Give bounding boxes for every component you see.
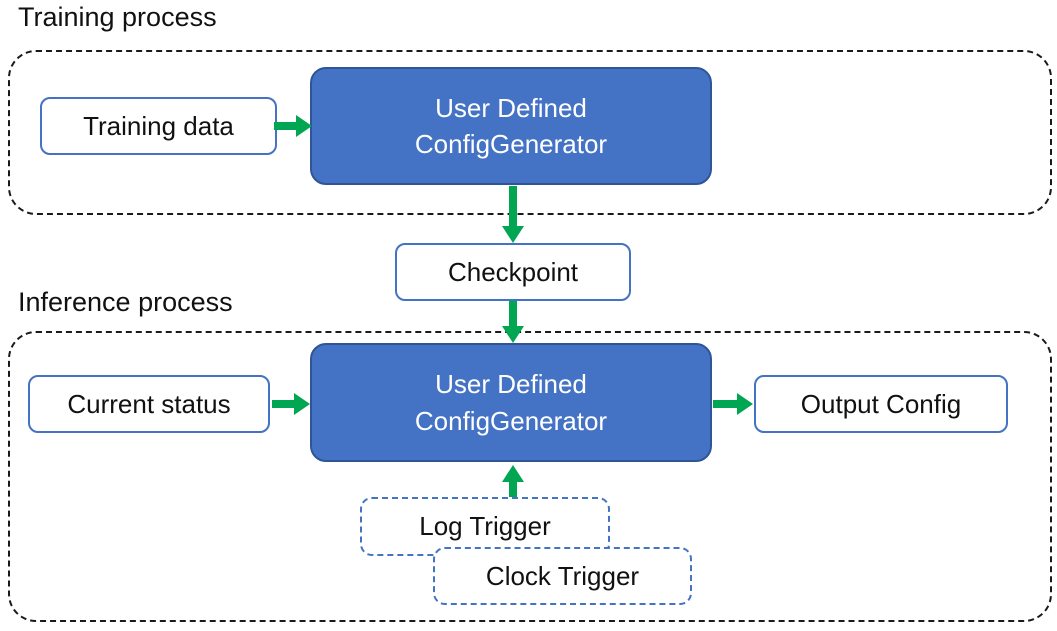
arrow-generator-to-checkpoint-icon <box>502 186 524 243</box>
clock-trigger-box: Clock Trigger <box>433 547 692 605</box>
checkpoint-box: Checkpoint <box>395 243 631 301</box>
training-process-container <box>8 50 1052 215</box>
inference-process-label: Inference process <box>18 287 233 317</box>
training-config-generator-box: User Defined ConfigGenerator <box>310 67 712 185</box>
inference-process-container <box>8 331 1052 622</box>
training-generator-line2: ConfigGenerator <box>414 129 608 159</box>
inference-generator-line1: User Defined <box>435 369 587 400</box>
output-config-box: Output Config <box>754 375 1008 433</box>
arrow-triggers-to-generator-icon <box>502 465 524 497</box>
training-generator-line1: User Defined <box>435 92 587 123</box>
training-process-label: Training process <box>18 2 217 32</box>
current-status-box: Current status <box>28 375 270 433</box>
log-trigger-box: Log Trigger <box>360 497 610 556</box>
arrow-generator-to-output-icon <box>713 393 753 415</box>
inference-generator-line2: ConfigGenerator <box>414 405 608 436</box>
arrow-current-status-to-generator-icon <box>272 393 310 415</box>
arrow-checkpoint-to-generator-icon <box>502 301 524 343</box>
arrow-training-data-to-generator-icon <box>274 115 312 137</box>
inference-config-generator-box: User Defined ConfigGenerator <box>310 343 712 462</box>
training-data-box: Training data <box>40 97 277 155</box>
